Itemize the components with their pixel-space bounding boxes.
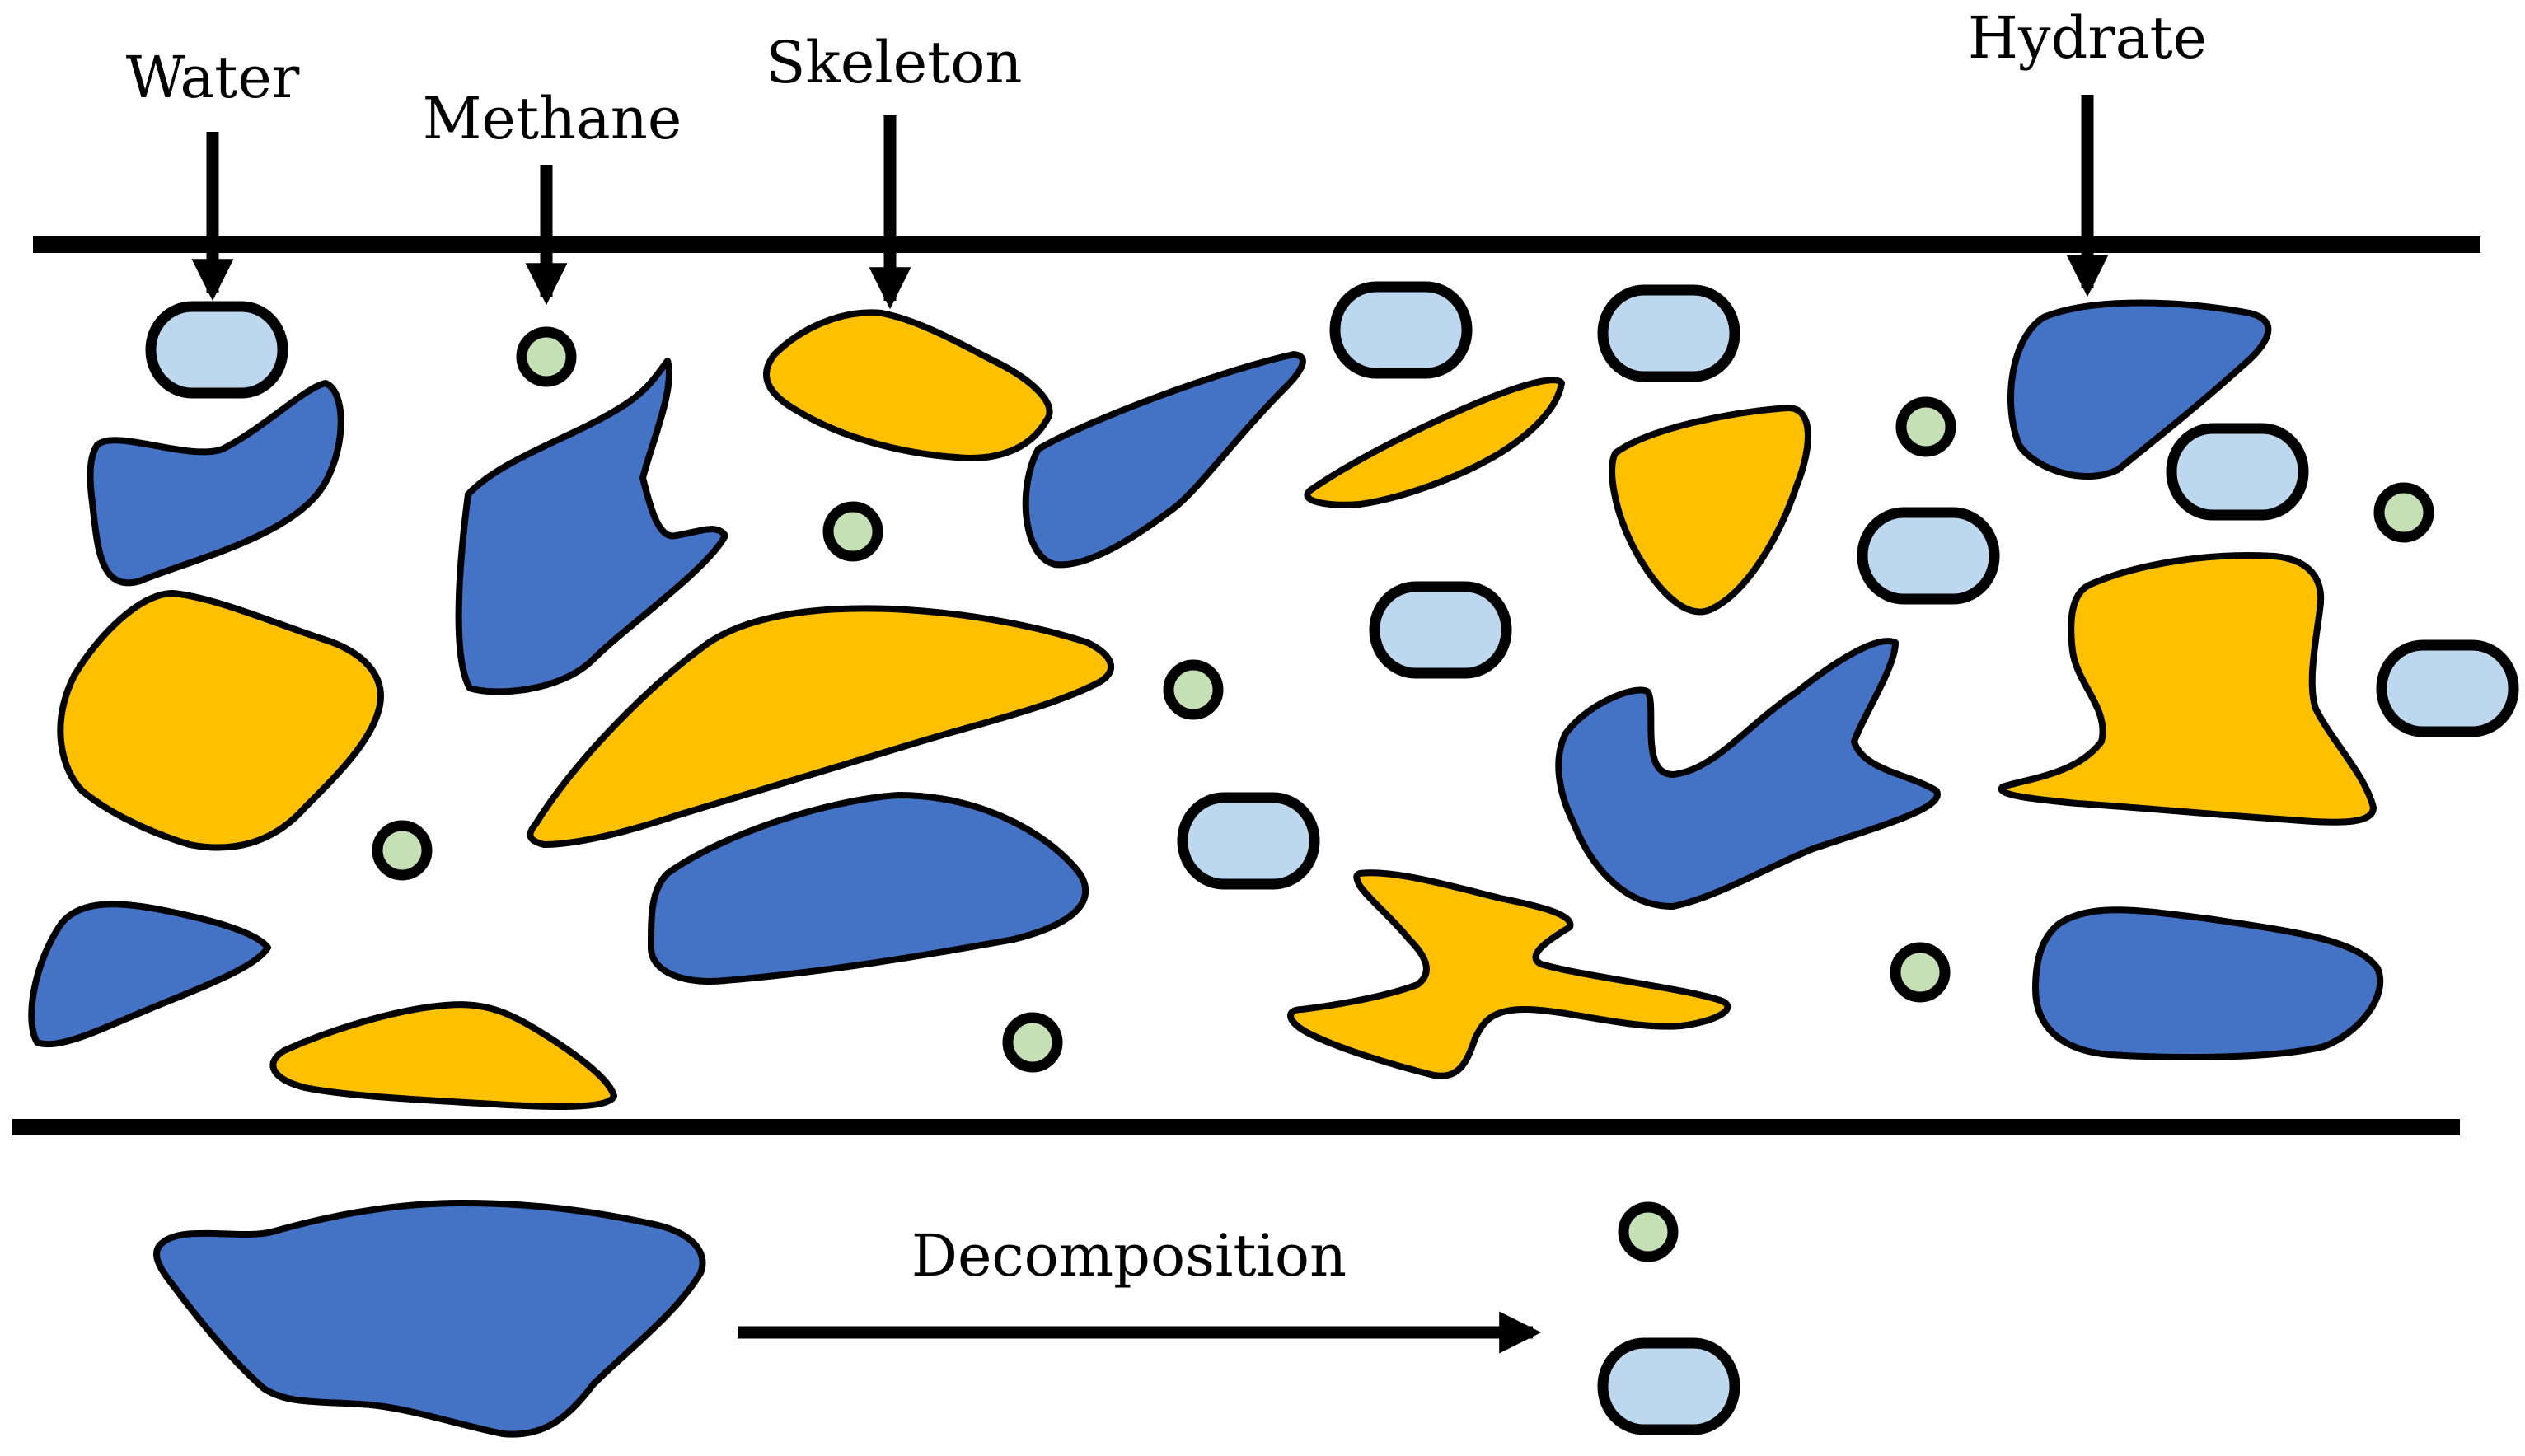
water-molecule <box>1597 1337 1740 1435</box>
skeleton-particle <box>57 590 384 851</box>
water-label: Water <box>126 44 300 111</box>
water-molecule <box>2376 639 2519 737</box>
water-molecule <box>1597 284 1740 382</box>
hydrate-particle <box>1555 638 1941 910</box>
methane-label: Methane <box>423 85 682 152</box>
skeleton-particle <box>527 605 1115 848</box>
skeleton-particle <box>763 309 1053 461</box>
water-molecule <box>1177 792 1320 890</box>
methane-molecule <box>1163 659 1224 720</box>
skeleton-label: Skeleton <box>766 29 1023 96</box>
methane-molecule <box>372 820 433 881</box>
methane-molecule <box>1002 1012 1063 1073</box>
hydrate-particle <box>648 792 1089 985</box>
water-molecule <box>1857 507 2000 605</box>
hydrate-particle <box>2007 299 2272 480</box>
methane-molecule <box>1895 396 1956 457</box>
hydrate-particle <box>2032 906 2384 1060</box>
water-molecule <box>145 301 288 399</box>
hydrate-particle <box>1022 351 1306 569</box>
water-molecule <box>2166 423 2309 521</box>
hydrate-particle <box>28 901 271 1048</box>
skeleton-particle <box>1609 405 1811 616</box>
skeleton-particle <box>1287 869 1731 1079</box>
hydrate-particle-large <box>153 1200 706 1438</box>
water-molecule <box>1329 281 1473 379</box>
methane-molecule <box>1618 1201 1679 1262</box>
methane-molecule <box>2373 482 2434 543</box>
hydrate-label: Hydrate <box>1968 4 2207 72</box>
methane-molecule <box>516 326 577 387</box>
methane-molecule <box>822 501 883 562</box>
skeleton-particle <box>269 1001 617 1110</box>
water-molecule <box>1369 581 1512 679</box>
hydrate-particle <box>87 380 344 587</box>
methane-molecule <box>1890 942 1951 1003</box>
hydrate-particle <box>455 358 728 695</box>
skeleton-particle <box>1304 377 1565 508</box>
decomposition-label: Decomposition <box>911 1222 1347 1290</box>
skeleton-particle <box>1998 552 2377 826</box>
